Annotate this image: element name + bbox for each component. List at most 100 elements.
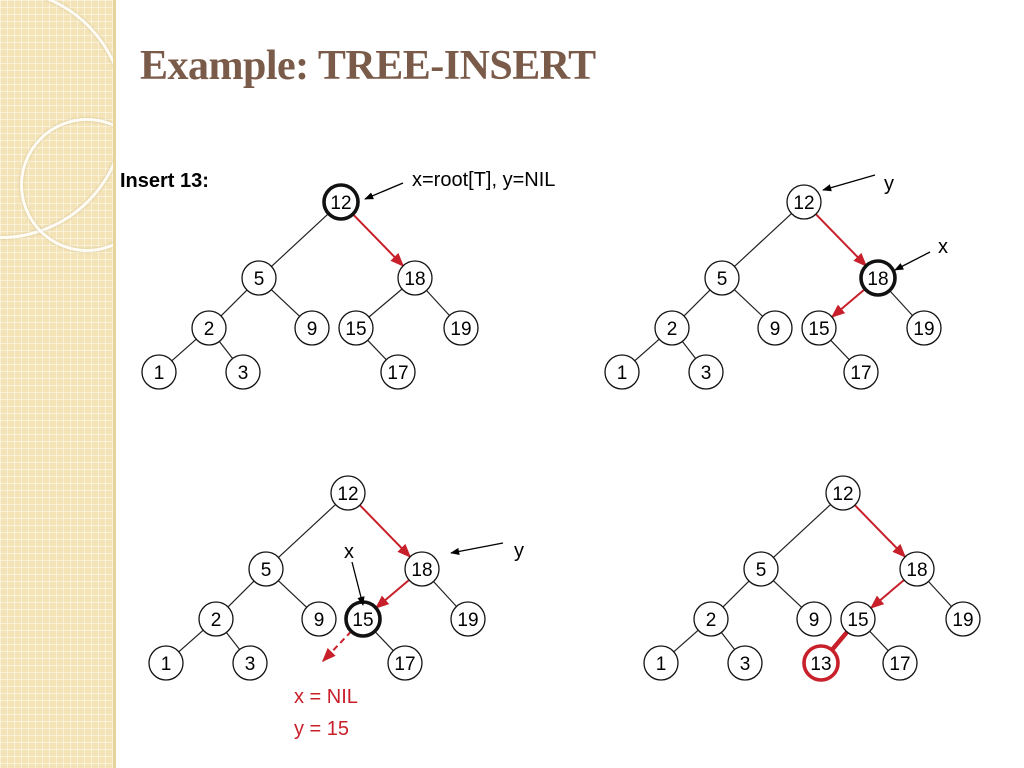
tree-node-17: 17 [388,646,422,680]
tree-node-15: 15 [802,311,836,345]
tree-edge-n5-n9 [278,581,306,608]
tree-edge-n15-n17 [368,340,387,359]
tree-node-1: 1 [149,646,183,680]
node-label: 17 [394,654,415,675]
tree-edge-n5-n2 [684,290,710,316]
tree-node-5: 5 [705,261,739,295]
tree-edge-n12-n18 [855,505,905,557]
node-label: 9 [770,319,781,340]
annotation-label: x = NIL [294,686,358,708]
tree-node-12: 12 [324,185,358,219]
annotation-label: y = 15 [294,718,349,740]
tree-node-3: 3 [226,355,260,389]
node-label: 2 [204,319,215,340]
node-label: 9 [307,319,318,340]
node-label: 12 [832,484,853,505]
node-label: 15 [352,610,373,631]
tree-node-19: 19 [451,602,485,636]
tree-edge-n2-n3 [226,632,239,649]
tree-edge-n15-n13 [832,632,847,650]
node-label: 18 [867,269,888,290]
tree-edge-n18-n15 [376,580,409,608]
node-label: 18 [906,560,927,581]
tree-edge-n2-n3 [219,341,232,358]
node-label: 18 [411,560,432,581]
node-label: 19 [913,319,934,340]
node-label: 2 [211,610,222,631]
node-label: 3 [701,363,712,384]
node-label: 15 [847,610,868,631]
tree-node-18: 18 [900,552,934,586]
tree-edge-n12-n5 [773,505,830,558]
node-label: 17 [889,654,910,675]
tree-node-2: 2 [192,311,226,345]
node-label: 5 [756,560,767,581]
tree-node-13: 13 [804,646,838,680]
annotation-arrow [365,183,403,199]
annotation-label: x [938,236,948,258]
tree-node-1: 1 [142,355,176,389]
tree-edge-n18-n19 [890,291,913,316]
tree-edge-n15-n17 [831,340,850,359]
tree-node-17: 17 [883,646,917,680]
tree-node-5: 5 [242,261,276,295]
node-label: 2 [667,319,678,340]
node-label: 12 [330,193,351,214]
tree-node-3: 3 [728,646,762,680]
tree-edge-n5-n2 [723,581,749,607]
tree-node-2: 2 [694,602,728,636]
annotation-label: x=root[T], y=NIL [412,169,555,191]
tree-node-3: 3 [689,355,723,389]
tree-node-2: 2 [655,311,689,345]
tree-node-12: 12 [826,476,860,510]
tree-edge-n12-n5 [278,505,335,558]
node-label: 1 [154,363,165,384]
node-label: 13 [810,654,831,675]
tree-edge-n2-n1 [179,630,203,652]
node-label: 5 [261,560,272,581]
tree-node-5: 5 [744,552,778,586]
tree-edge-n18-n19 [434,582,457,607]
tree-edge-n18-n15 [871,580,904,608]
node-label: 17 [850,363,871,384]
node-label: 19 [450,319,471,340]
tree-node-9: 9 [302,602,336,636]
tree-node-18: 18 [398,261,432,295]
tree-edge-n12-n18 [816,214,866,266]
node-label: 9 [314,610,325,631]
tree-node-19: 19 [907,311,941,345]
tree-edge-n12-n18 [360,505,410,557]
annotation-arrow [823,175,875,190]
node-label: 3 [740,654,751,675]
tree-edge-n5-n9 [271,290,299,317]
node-label: 19 [952,610,973,631]
tree-edge-n2-n3 [721,632,734,649]
tree-edge-n2-n1 [674,630,698,652]
tree-node-5: 5 [249,552,283,586]
node-label: 9 [809,610,820,631]
tree-node-18: 18 [861,261,895,295]
node-label: 3 [238,363,249,384]
tree-node-9: 9 [758,311,792,345]
tree-edge-n5-n2 [221,290,247,316]
annotation-label: x [344,541,354,563]
tree-node-19: 19 [946,602,980,636]
tree-node-9: 9 [295,311,329,345]
node-label: 19 [457,610,478,631]
node-label: 18 [404,269,425,290]
node-label: 12 [793,193,814,214]
tree-edge-n18-n19 [929,582,952,607]
tree-panel-step1: 12 5 18 2 9 15 19 1 3 17 x=root[T], y=NIL [142,169,555,389]
tree-node-19: 19 [444,311,478,345]
tree-node-9: 9 [797,602,831,636]
tree-node-2: 2 [199,602,233,636]
node-label: 2 [706,610,717,631]
node-label: 15 [345,319,366,340]
node-label: 17 [387,363,408,384]
tree-node-12: 12 [331,476,365,510]
node-label: 1 [656,654,667,675]
node-label: 5 [254,269,265,290]
node-label: 12 [337,484,358,505]
